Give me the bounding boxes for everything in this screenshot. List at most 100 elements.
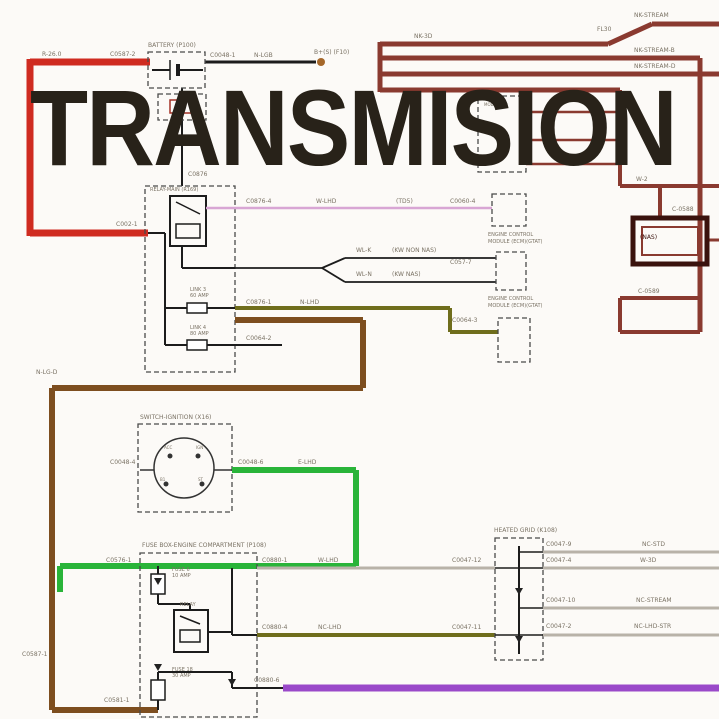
wire-label: C002-1 — [116, 221, 138, 228]
wire-label: NK-STREAM-B — [634, 47, 675, 54]
ecm-branch-wires — [235, 257, 496, 283]
wire-label: C057-7 — [450, 259, 472, 266]
wire-label: C0060-4 — [450, 198, 476, 205]
grid-feed-wires — [257, 566, 495, 637]
wire-label: C0048-1 — [210, 52, 236, 59]
wire-label: C0876-1 — [246, 299, 272, 306]
wire-label: FL30 — [597, 26, 612, 33]
battery-sub-connector-box — [157, 93, 207, 121]
wire-label: RELAY-MAIN (R169) — [150, 187, 199, 193]
wire-label: SWITCH-IGNITION (X16) — [140, 414, 212, 421]
wire-label: NC-STD — [642, 541, 665, 548]
wire-label: C0047-4 — [546, 557, 572, 564]
wire-label: FUSE 18 — [172, 667, 193, 673]
wire-label: MODULE-C — [484, 154, 506, 159]
wire-label: C0047-10 — [546, 597, 576, 604]
wire-label: C0587-2 — [110, 51, 136, 58]
green-wire — [57, 467, 359, 592]
wire-label: C0048-4 — [110, 459, 136, 466]
nas-connector-box — [630, 215, 710, 267]
wire-label: RELAY — [180, 602, 196, 608]
main-relay-box — [144, 185, 236, 373]
wire-label: N-LG-D — [36, 369, 58, 376]
wire-label: C0047-12 — [452, 557, 482, 564]
wire-label: N-LGB — [254, 52, 273, 59]
wire-label: FUSE 6 — [172, 567, 190, 573]
fuse-box-internals — [150, 566, 283, 710]
wire-label: ENGINE CONTROL — [488, 296, 534, 302]
wire-label: MODULE-A — [484, 102, 506, 107]
red-power-wire — [26, 58, 150, 237]
ecm-olive-wire — [235, 306, 498, 334]
wire-label: 60 AMP — [190, 293, 209, 299]
wire-label: C0047-11 — [452, 624, 482, 631]
wire-label: C0064-2 — [246, 335, 272, 342]
battery-output-wire — [181, 58, 325, 186]
wire-label: IGN — [196, 445, 204, 450]
wire-label: (KW NAS) — [392, 271, 421, 278]
ignition-switch-symbol — [140, 437, 232, 499]
wire-label: NC-STREAM — [636, 597, 672, 604]
wire-label: LINK 3 — [190, 287, 207, 293]
wire-label: E-LHD — [298, 459, 317, 466]
wire-label: C0047-9 — [546, 541, 572, 548]
wire-label: C-0589 — [638, 288, 660, 295]
wire-label: BATTERY (P100) — [148, 42, 196, 49]
wire-label: B1 — [160, 477, 166, 482]
wire-label: HEATED GRID (K108) — [494, 527, 558, 534]
wire-label: MODULE-B — [484, 128, 506, 133]
battery-symbol — [147, 51, 206, 89]
ecm-connector-boxes — [491, 193, 531, 363]
wire-label: MODULE (ECM)(GTAT) — [488, 239, 543, 245]
main-relay-symbol — [169, 195, 207, 247]
heated-grid-box — [494, 537, 544, 661]
page-title: TRANSMISION — [30, 67, 678, 188]
wire-label: C0047-2 — [546, 623, 572, 630]
wire-label: N-LHD — [300, 299, 320, 306]
wire-label: (TD5) — [396, 198, 413, 205]
wire-label: 30 AMP — [172, 673, 191, 679]
wire-label: NC-LHD-STR — [634, 623, 672, 630]
wire-label: W-3D — [640, 557, 657, 564]
wire-label: C0880-4 — [262, 624, 288, 631]
wire-label: C-0588 — [672, 206, 694, 213]
wire-label: C0048-6 — [238, 459, 264, 466]
wire-label: C0880-1 — [262, 557, 288, 564]
wire-label: R-26.0 — [42, 51, 62, 58]
wire-label: C0064-3 — [452, 317, 478, 324]
wire-label: C0576-1 — [106, 557, 132, 564]
wire-label: C0581-1 — [104, 697, 130, 704]
wire-label: LINK 4 — [190, 325, 207, 331]
wire-label: WL-N — [356, 271, 372, 278]
wire-label: FUSE BOX-ENGINE COMPARTMENT (P108) — [142, 542, 267, 549]
wire-label: ST — [198, 477, 203, 482]
wire-label: C0876 — [188, 171, 208, 178]
wire-label: C0880-6 — [254, 677, 280, 684]
wire-label: B+(S) (F10) — [314, 49, 350, 56]
wire-label: (NAS) — [640, 234, 658, 241]
wire-label: NK-STREAM — [634, 12, 669, 19]
wire-label: C0876-4 — [246, 198, 272, 205]
wire-label: W-LHD — [316, 198, 337, 205]
flow-arrow-icons — [154, 578, 523, 686]
wire-label: MODULE (ECM)(GTAT) — [488, 303, 543, 309]
wire-label: NK-3D — [414, 33, 433, 40]
wire-label: ACC — [164, 445, 173, 450]
fuse-box — [139, 552, 258, 718]
wire-label: (KW NON NAS) — [392, 247, 437, 254]
wire-label: 80 AMP — [190, 331, 209, 337]
wire-label: ENGINE CONTROL — [488, 232, 534, 238]
wire-label: 10 AMP — [172, 573, 191, 579]
wire-label: W-2 — [636, 176, 648, 183]
wire-label: NC-LHD — [318, 624, 342, 631]
fusible-links — [148, 232, 282, 351]
wire-label: WL-K — [356, 247, 372, 254]
maroon-harness-wires — [377, 21, 719, 334]
grid-output-wires — [543, 550, 719, 637]
wire-label: C0587-1 — [22, 651, 48, 658]
wire-label: NK-STREAM-D — [634, 63, 676, 70]
module-connector-box — [477, 95, 527, 173]
